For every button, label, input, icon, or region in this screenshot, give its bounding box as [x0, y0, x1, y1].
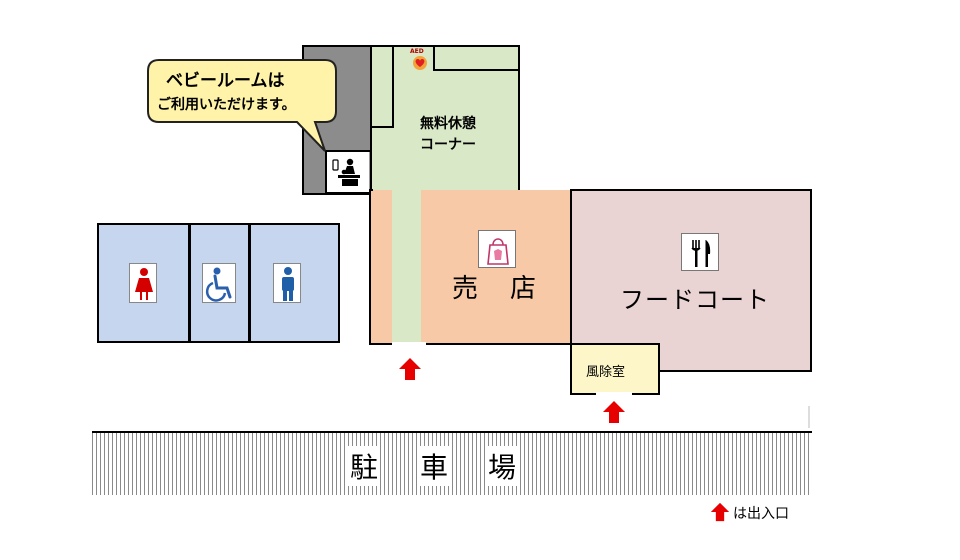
- baby-room-callout-line2: ご利用いただけます。: [157, 97, 296, 113]
- rest-area-label-line2: コーナー: [420, 137, 476, 153]
- windbreak-label: 風除室: [586, 365, 626, 380]
- windbreak-door-gap: [596, 392, 632, 398]
- parking-label-char3: 場: [486, 446, 519, 486]
- baby-changing-icon: [330, 156, 362, 188]
- shopping-bag-icon: [478, 230, 516, 268]
- boundary-line: [808, 406, 810, 428]
- rest-area-partition-right: [433, 45, 435, 71]
- rest-area-label-line1: 無料休憩: [420, 116, 476, 132]
- accessible-restroom-icon: [202, 263, 236, 303]
- shop-label-char2: 店: [510, 274, 537, 304]
- shop-label-char1: 売: [452, 274, 479, 304]
- rest-area-partition-right-h: [433, 69, 520, 71]
- baby-room-callout-line1: ベビールームは: [166, 71, 285, 91]
- entrance-arrow-icon: [398, 357, 422, 381]
- fork-knife-icon: [681, 233, 719, 271]
- baby-room-callout: [147, 59, 337, 152]
- parking-label-char1: 駐: [348, 446, 381, 486]
- parking-label-char2: 車: [418, 446, 451, 486]
- parking-lot: [92, 431, 812, 495]
- food-court-label: フードコート: [620, 286, 770, 314]
- rest-area-partition-vertical: [392, 45, 394, 128]
- women-restroom-icon: [129, 263, 157, 303]
- restroom-women: [97, 223, 190, 343]
- entrance-arrow-icon: [710, 502, 730, 522]
- shop-entrance-gap: [392, 342, 426, 347]
- aed-icon: [410, 51, 430, 71]
- green-corridor: [392, 190, 421, 344]
- shop-top-border-left: [369, 189, 373, 191]
- aed-label: AED: [410, 48, 424, 55]
- entrance-arrow-icon: [602, 400, 626, 424]
- men-restroom-icon: [273, 263, 301, 303]
- legend-text: は出入口: [733, 506, 789, 522]
- food-court-area: [570, 189, 812, 372]
- rest-area-partition-left: [370, 126, 394, 128]
